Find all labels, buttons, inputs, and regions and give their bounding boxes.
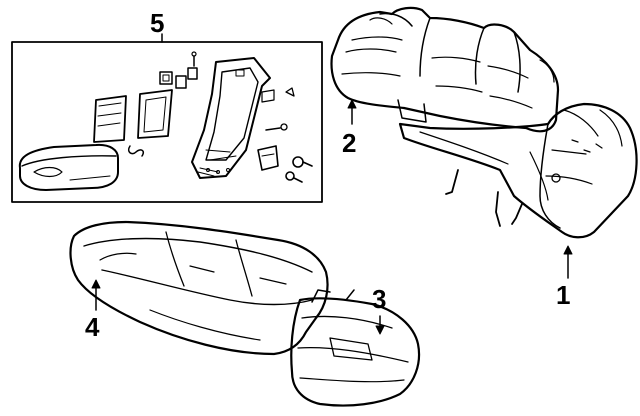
armrest-cover-panel bbox=[137, 89, 173, 139]
seat-back-frame bbox=[398, 102, 638, 279]
seat-cushion-frame bbox=[290, 289, 421, 407]
callout-5: 5 bbox=[150, 8, 165, 38]
seat-cushion-cover bbox=[69, 220, 329, 356]
callout-1: 1 bbox=[556, 280, 571, 310]
callout-4: 4 bbox=[85, 312, 100, 342]
armrest-inset-group bbox=[11, 33, 323, 203]
armrest-trim-panel bbox=[93, 95, 127, 143]
armrest-clip bbox=[127, 145, 145, 157]
callout-3: 3 bbox=[372, 284, 387, 314]
armrest-fasteners bbox=[265, 87, 313, 183]
armrest-small-brackets bbox=[159, 51, 198, 89]
armrest-inset-box bbox=[11, 41, 323, 203]
seat-back-cover bbox=[330, 6, 560, 133]
armrest-cushion bbox=[18, 143, 119, 191]
armrest-frame bbox=[191, 57, 275, 179]
armrest-hinge-bracket bbox=[257, 145, 279, 171]
callout-2: 2 bbox=[342, 128, 357, 158]
